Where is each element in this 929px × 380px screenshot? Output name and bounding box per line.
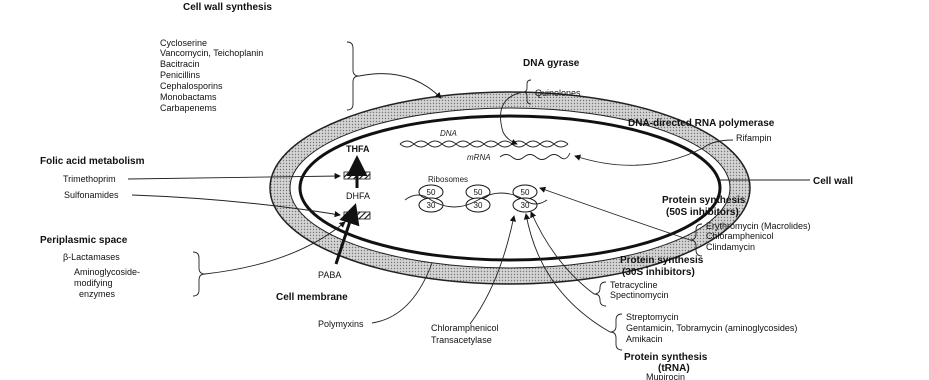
mrna-label: mRNA bbox=[467, 153, 491, 162]
amg-item: Amikacin bbox=[626, 334, 663, 344]
p30-item: Tetracycline bbox=[610, 280, 658, 290]
periplasm-item: modifying bbox=[74, 278, 113, 288]
folic-acid-title: Folic acid metabolism bbox=[40, 156, 145, 167]
cws-item: Penicillins bbox=[160, 70, 201, 80]
cell-membrane-label: Cell membrane bbox=[276, 292, 348, 303]
quinolones-label: Quinolones bbox=[535, 88, 581, 98]
p50-item: Erythromycin (Macrolides) bbox=[706, 221, 811, 231]
mupirocin-label: Mupirocin bbox=[646, 372, 685, 380]
paba-label: PABA bbox=[318, 270, 341, 280]
p50-item: Chloramphenicol bbox=[706, 231, 774, 241]
cell-membrane-line bbox=[300, 116, 720, 260]
amg-item: Streptomycin bbox=[626, 312, 679, 322]
cws-item: Vancomycin, Teichoplanin bbox=[160, 48, 263, 58]
amg-item: Gentamicin, Tobramycin (aminoglycosides) bbox=[626, 323, 797, 333]
rifampin-label: Rifampin bbox=[736, 133, 772, 143]
r50-label: 50 bbox=[521, 188, 530, 197]
dna-gyrase-title: DNA gyrase bbox=[523, 58, 580, 69]
sulfonamide-block bbox=[344, 212, 370, 219]
p50-item: Clindamycin bbox=[706, 242, 755, 252]
periplasmic-space-title: Periplasmic space bbox=[40, 235, 128, 246]
polymyxins-label: Polymyxins bbox=[318, 319, 364, 329]
periplasm-item: Aminoglycoside- bbox=[74, 267, 140, 277]
rna-polymerase-title: DNA-directed RNA polymerase bbox=[628, 118, 775, 129]
cat-line2: Transacetylase bbox=[431, 335, 492, 345]
dhfa-label: DHFA bbox=[346, 191, 370, 201]
cws-item: Bacitracin bbox=[160, 59, 200, 69]
p50-title1: Protein synthesis bbox=[662, 195, 746, 206]
ptrna-title1: Protein synthesis bbox=[624, 352, 708, 363]
cws-item: Cycloserine bbox=[160, 38, 207, 48]
p30-title1: Protein synthesis bbox=[620, 255, 704, 266]
cws-item: Cephalosporins bbox=[160, 81, 223, 91]
trimethoprim-label: Trimethoprim bbox=[63, 174, 116, 184]
r50-label: 50 bbox=[474, 188, 483, 197]
cell-wall-synthesis-group: Cell wall synthesis Cycloserine Vancomyc… bbox=[160, 2, 441, 113]
r50-label: 50 bbox=[427, 188, 436, 197]
cws-item: Carbapenems bbox=[160, 103, 217, 113]
thfa-label: THFA bbox=[346, 144, 370, 154]
cws-item: Monobactams bbox=[160, 92, 217, 102]
r30-label: 30 bbox=[474, 201, 483, 210]
cell-wall-label: Cell wall bbox=[813, 176, 853, 187]
ribosomes-label: Ribosomes bbox=[428, 175, 468, 184]
periplasm-item: β-Lactamases bbox=[63, 252, 120, 262]
p30-title2: (30S inhibitors) bbox=[622, 267, 695, 278]
cat-line1: Chloramphenicol bbox=[431, 323, 499, 333]
p50-title2: (50S inhibitors) bbox=[666, 207, 739, 218]
sulfonamides-label: Sulfonamides bbox=[64, 190, 119, 200]
dna-label: DNA bbox=[440, 129, 457, 138]
p30-item: Spectinomycin bbox=[610, 290, 669, 300]
cell-wall-synthesis-title: Cell wall synthesis bbox=[183, 2, 272, 13]
protein-trna-group: Protein synthesis (tRNA) Mupirocin bbox=[624, 352, 708, 380]
periplasm-item: enzymes bbox=[79, 289, 116, 299]
